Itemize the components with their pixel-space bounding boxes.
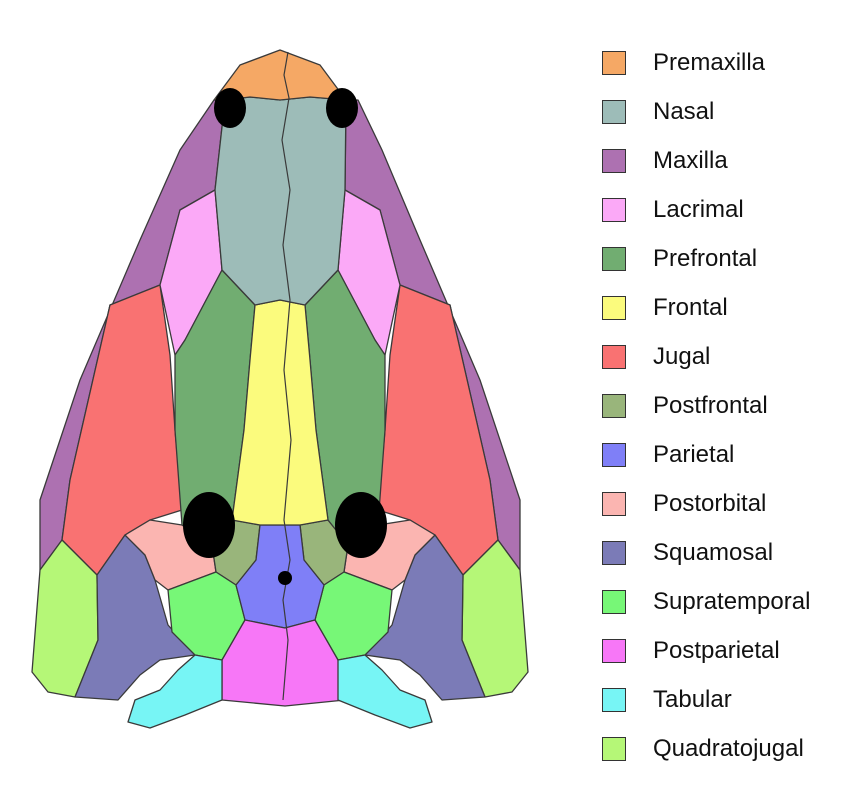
legend-item-nasal: Nasal: [602, 87, 810, 136]
legend-label-maxilla: Maxilla: [653, 146, 728, 174]
legend-swatch-lacrimal: [602, 197, 626, 222]
legend-label-lacrimal: Lacrimal: [653, 195, 744, 223]
legend-swatch-premaxilla: [602, 50, 626, 75]
legend-label-supratemporal: Supratemporal: [653, 587, 811, 615]
legend-label-nasal: Nasal: [653, 97, 715, 125]
legend-swatch-nasal: [602, 99, 626, 124]
legend-label-postparietal: Postparietal: [653, 636, 780, 664]
legend-item-supratemporal: Supratemporal: [602, 577, 810, 626]
legend-label-squamosal: Squamosal: [653, 538, 774, 566]
legend-item-maxilla: Maxilla: [602, 136, 810, 185]
legend-item-squamosal: Squamosal: [602, 528, 810, 577]
pineal-foramen: [278, 571, 292, 585]
legend-swatch-maxilla: [602, 148, 626, 173]
legend-swatch-postfrontal: [602, 393, 626, 418]
legend-label-quadratojugal: Quadratojugal: [653, 734, 804, 762]
legend-item-lacrimal: Lacrimal: [602, 185, 810, 234]
legend-swatch-prefrontal: [602, 246, 626, 271]
right-nostril: [326, 88, 358, 128]
legend-swatch-supratemporal: [602, 589, 626, 614]
legend-swatch-frontal: [602, 295, 626, 320]
legend-swatch-squamosal: [602, 540, 626, 565]
legend-label-parietal: Parietal: [653, 440, 735, 468]
bone-tabular: [337, 654, 433, 729]
legend-label-premaxilla: Premaxilla: [653, 48, 766, 76]
legend-item-parietal: Parietal: [602, 430, 810, 479]
legend-swatch-postorbital: [602, 491, 626, 516]
legend-label-tabular: Tabular: [653, 685, 732, 713]
legend-label-prefrontal: Prefrontal: [653, 244, 758, 272]
legend-item-frontal: Frontal: [602, 283, 810, 332]
legend-item-quadratojugal: Quadratojugal: [602, 724, 810, 773]
legend-swatch-tabular: [602, 687, 626, 712]
legend-swatch-parietal: [602, 442, 626, 467]
legend-item-prefrontal: Prefrontal: [602, 234, 810, 283]
legend-item-jugal: Jugal: [602, 332, 810, 381]
legend-swatch-quadratojugal: [602, 736, 626, 761]
legend-item-postorbital: Postorbital: [602, 479, 810, 528]
midline-suture: [281, 51, 292, 701]
left-orbit: [183, 492, 235, 558]
left-nostril: [214, 88, 246, 128]
legend-item-premaxilla: Premaxilla: [602, 38, 810, 87]
legend-item-tabular: Tabular: [602, 675, 810, 724]
legend-label-postorbital: Postorbital: [653, 489, 767, 517]
legend-swatch-postparietal: [602, 638, 626, 663]
right-orbit: [335, 492, 387, 558]
legend-swatch-jugal: [602, 344, 626, 369]
legend-label-postfrontal: Postfrontal: [653, 391, 768, 419]
legend-item-postfrontal: Postfrontal: [602, 381, 810, 430]
legend-label-frontal: Frontal: [653, 293, 728, 321]
bone-tabular: [127, 654, 223, 729]
bone-nasal: [214, 96, 347, 306]
skull-diagram: [31, 49, 529, 729]
legend-item-postparietal: Postparietal: [602, 626, 810, 675]
legend-label-jugal: Jugal: [653, 342, 711, 370]
